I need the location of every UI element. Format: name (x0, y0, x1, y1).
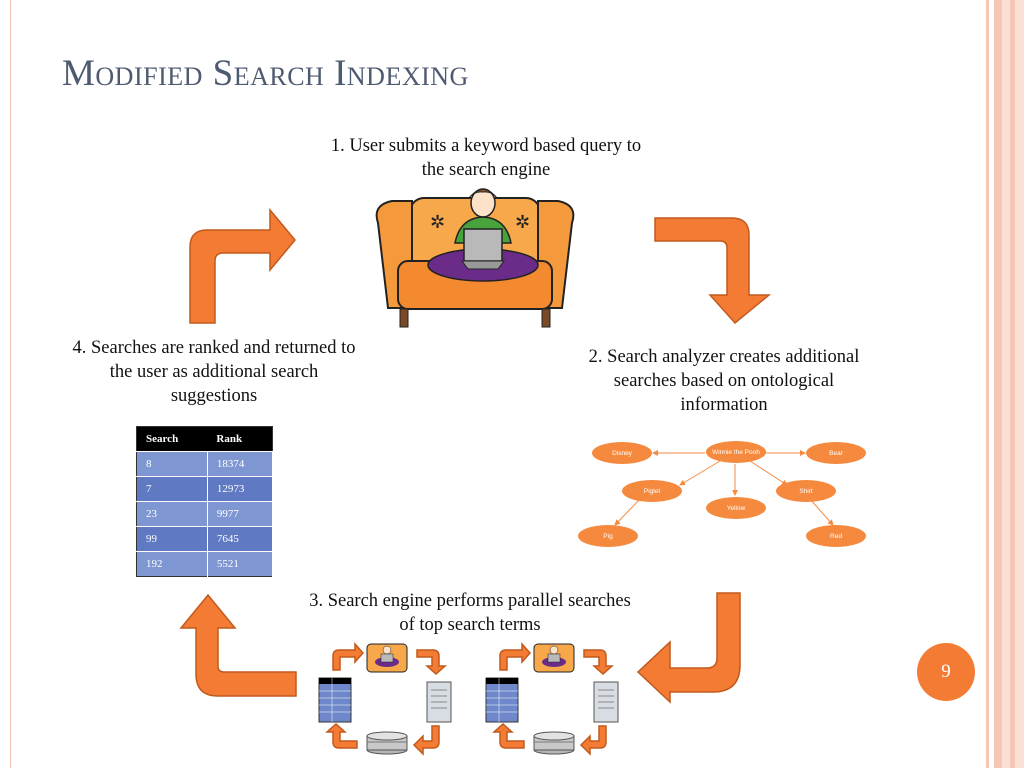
slide-title: Modified Search Indexing (62, 53, 469, 94)
server-icon (593, 681, 619, 723)
curved-arrow-icon (636, 592, 741, 704)
mini-rank-table (318, 677, 352, 723)
table-header-search: Search (136, 426, 208, 452)
rank-cell: 9977 (207, 501, 274, 527)
curved-arrow-icon (179, 593, 297, 697)
table-header-rank: Rank (207, 426, 273, 452)
ontology-node-yellow: Yellow (706, 497, 766, 519)
step-4-text: 4. Searches are ranked and returned to t… (72, 338, 356, 406)
svg-text:✲: ✲ (430, 212, 445, 232)
database-icon (533, 731, 575, 755)
rank-cell: 12973 (207, 476, 274, 502)
person-on-couch-icon: ✲ ✲ (375, 188, 575, 328)
ontology-node-pig: Pig (578, 525, 638, 547)
parallel-search-cycle-2 (485, 642, 619, 756)
search-cell: 23 (136, 501, 208, 527)
step-3-text: 3. Search engine performs parallel searc… (309, 591, 631, 635)
ontology-edges (614, 450, 834, 526)
curved-arrow-icon (654, 217, 772, 325)
curved-arrow-icon (189, 207, 296, 324)
ontology-node-bear: Bear (806, 442, 866, 464)
parallel-search-cycle-1 (318, 642, 452, 756)
ontology-node-pooh: Winnie the Pooh (706, 441, 766, 463)
ontology-node-shirt: Shirt (776, 480, 836, 502)
step-2-text: 2. Search analyzer creates additional se… (588, 347, 860, 415)
database-icon (366, 731, 408, 755)
step-1-text: 1. User submits a keyword based query to… (330, 136, 642, 180)
search-cell: 8 (136, 451, 208, 477)
slide-frame-left (10, 0, 11, 768)
server-icon (426, 681, 452, 723)
svg-text:✲: ✲ (515, 212, 530, 232)
rank-cell: 7645 (207, 526, 274, 552)
slide-frame-right (980, 0, 1024, 768)
rank-cell: 18374 (207, 451, 274, 477)
search-cell: 7 (136, 476, 208, 502)
rank-cell: 5521 (207, 551, 274, 577)
ontology-node-disney: Disney (592, 442, 652, 464)
mini-rank-table (485, 677, 519, 723)
page-number-badge: 9 (917, 643, 975, 701)
search-cell: 192 (136, 551, 208, 577)
ontology-node-piglet: Piglet (622, 480, 682, 502)
search-cell: 99 (136, 526, 208, 552)
ontology-node-red: Red (806, 525, 866, 547)
